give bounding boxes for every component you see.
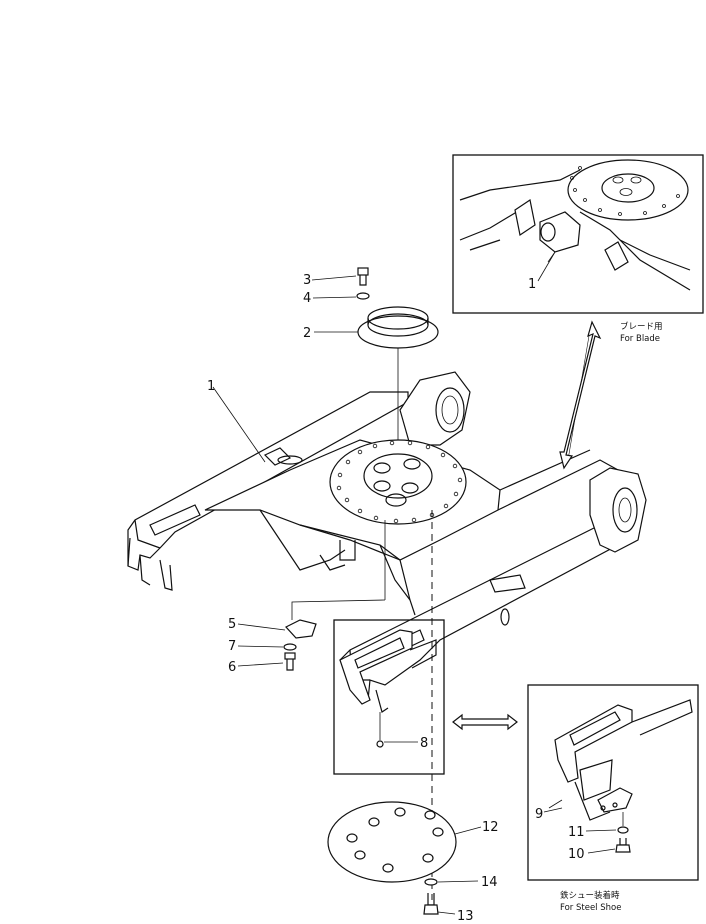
part-ring [357,306,439,349]
callout-5: 5 [228,617,236,632]
callout-2: 2 [303,326,311,341]
caption-steel-jp: 鉄シュー装着時 [560,890,620,901]
callout-inset-blade-1: 1 [528,277,536,292]
part-bolt-top [357,267,369,286]
callout-10: 10 [568,847,585,862]
part-washer-mid [283,643,297,651]
callout-4: 4 [303,291,311,306]
leader-lines [212,251,617,915]
callout-9: 9 [535,807,543,822]
part-cover-plate [285,619,317,639]
callout-12: 12 [482,820,499,835]
part-washer-bottom [424,878,438,886]
callout-3: 3 [303,273,311,288]
part-cover-disc [327,801,457,883]
part-bolt-mid [284,652,296,671]
inset-steel-shoe [527,684,699,881]
caption-steel-en: For Steel Shoe [560,903,621,913]
part-washer-top [356,292,370,300]
callout-1: 1 [207,379,215,394]
swing-circle-mount [329,439,467,525]
callout-13: 13 [457,909,474,924]
callout-8: 8 [420,736,428,751]
part-bolt-bottom [423,893,439,915]
caption-blade-en: For Blade [620,334,660,344]
callout-7: 7 [228,639,236,654]
inset-blade [452,154,704,314]
callout-6: 6 [228,660,236,675]
callout-14: 14 [481,875,498,890]
callout-11: 11 [568,825,585,840]
caption-blade-jp: ブレード用 [620,321,663,332]
detail-box-rail [333,619,445,775]
